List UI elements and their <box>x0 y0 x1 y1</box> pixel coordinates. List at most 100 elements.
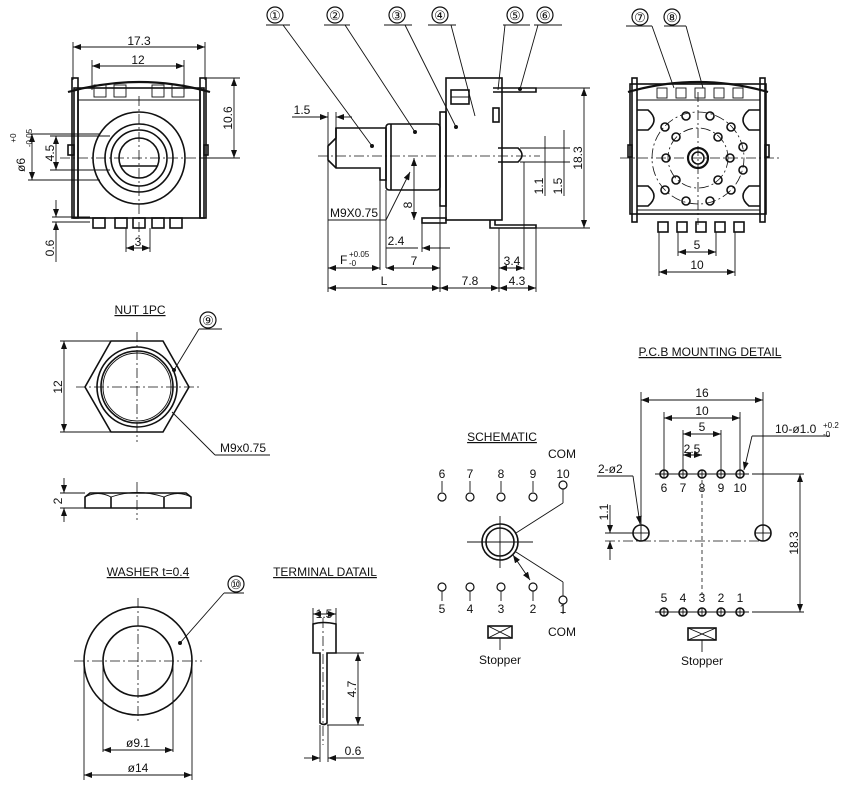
rear-view: ⑦ ⑧ 5 10 <box>620 8 780 276</box>
schematic-pin-10: 10 <box>556 467 570 490</box>
dim-body: 7.8 <box>462 274 479 288</box>
schematic-com-bottom: COM <box>548 625 576 639</box>
svg-text:⑥: ⑥ <box>539 8 551 23</box>
svg-text:5: 5 <box>439 602 446 616</box>
terminal-thickness: 0.6 <box>345 744 362 758</box>
pcb-hole-3: 3 <box>697 591 707 617</box>
dim-pin-inner: 3.4 <box>504 254 521 268</box>
schematic-pin-9: 9 <box>528 467 538 502</box>
dim-F-tol-lower: -0 <box>349 259 357 268</box>
schematic-pin-5: 5 <box>437 582 447 616</box>
washer-callout: ⑩ <box>230 577 242 592</box>
schematic-pin-2: 2 <box>528 582 538 616</box>
dim-height: 10.6 <box>221 106 235 130</box>
dim-pin-offset: 4.3 <box>509 274 526 288</box>
dim-height: 18.3 <box>571 146 585 170</box>
svg-text:6: 6 <box>439 467 446 481</box>
pcb-hole-4: 4 <box>678 591 688 617</box>
pcb-hole-spec: 10-ø1.0 <box>775 422 817 436</box>
svg-text:2: 2 <box>530 602 537 616</box>
svg-text:9: 9 <box>530 467 537 481</box>
schematic-stopper-label: Stopper <box>479 653 521 667</box>
callout-4: ④ <box>428 6 476 117</box>
dim-foot: 0.6 <box>43 239 57 256</box>
washer-view: WASHER t=0.4 ⑩ ø9.1 ø14 <box>74 565 245 780</box>
terminal-head-width: 1.5 <box>316 607 333 621</box>
svg-text:1: 1 <box>560 602 567 616</box>
svg-text:⑦: ⑦ <box>634 10 646 25</box>
dim-shaft-center: 8 <box>401 201 415 208</box>
dim-pin-a: 1.1 <box>532 177 546 194</box>
pcb-hole-7: 7 <box>678 469 688 495</box>
front-view: 17.3 12 10.6 ø6 +0 -0.05 4.5 0.6 3 <box>9 34 240 262</box>
washer-title: WASHER t=0.4 <box>107 565 190 579</box>
pcb-dim-offset: 1.1 <box>597 503 611 520</box>
nut-title: NUT 1PC <box>114 303 165 317</box>
callout-2: ② <box>324 6 417 134</box>
schematic-pin-4: 4 <box>465 582 475 616</box>
schematic-stopper: Stopper <box>479 625 521 667</box>
callout-6: ⑥ <box>518 6 562 91</box>
callout-1: ① <box>266 6 374 148</box>
svg-text:⑧: ⑧ <box>666 10 678 25</box>
svg-text:8: 8 <box>498 467 505 481</box>
dim-shaft-tol-lower: -0.05 <box>25 128 34 147</box>
svg-text:10: 10 <box>556 467 570 481</box>
svg-text:9: 9 <box>718 481 725 495</box>
pcb-view: P.C.B MOUNTING DETAIL 16 10 5 2.5 10-ø1.… <box>597 345 839 668</box>
terminal-view: TERMINAL DATAIL 1.5 4.7 0.6 <box>273 565 377 762</box>
schematic-com-top: COM <box>548 447 576 461</box>
dim-flat: 4.5 <box>43 144 57 161</box>
dim-L: L <box>381 274 388 288</box>
dim-tab: 2.4 <box>388 234 405 248</box>
dim-pitch10: 10 <box>690 258 704 272</box>
svg-text:③: ③ <box>391 8 403 23</box>
svg-text:4: 4 <box>467 602 474 616</box>
dim-F-tol-upper: +0.05 <box>349 250 370 259</box>
svg-text:1: 1 <box>737 591 744 605</box>
washer-inner-dia: ø9.1 <box>126 736 150 750</box>
pcb-title: P.C.B MOUNTING DETAIL <box>639 345 782 359</box>
terminal-length: 4.7 <box>345 680 359 697</box>
nut-across-flats: 12 <box>51 380 65 394</box>
svg-text:3: 3 <box>498 602 505 616</box>
contact-holes <box>660 111 748 206</box>
pcb-hole-9: 9 <box>716 469 726 495</box>
schematic-pin-3: 3 <box>496 582 506 616</box>
svg-text:3: 3 <box>699 591 706 605</box>
svg-text:10: 10 <box>733 481 747 495</box>
callout-5: ⑤ <box>497 6 530 91</box>
pcb-hole-1: 1 <box>735 591 745 617</box>
dim-pin-pitch: 3 <box>135 235 142 249</box>
svg-text:④: ④ <box>434 8 446 23</box>
svg-text:7: 7 <box>467 467 474 481</box>
pcb-stopper-label: Stopper <box>681 654 723 668</box>
pcb-dim-5: 5 <box>699 420 706 434</box>
nut-callout: ⑨ <box>202 313 214 328</box>
schematic-pin-1: 1 <box>558 595 568 616</box>
schematic-pin-6: 6 <box>437 467 447 502</box>
side-view: ① ② ③ ④ ⑤ <box>266 6 590 292</box>
dim-width-outer: 17.3 <box>127 34 151 48</box>
callout-8: ⑧ <box>663 8 704 89</box>
svg-text:7: 7 <box>680 481 687 495</box>
schematic-pin-8: 8 <box>496 467 506 502</box>
dim-shaft-tol-upper: +0 <box>9 133 18 143</box>
nut-thread: M9x0.75 <box>220 441 266 455</box>
pcb-dim-2-5: 2.5 <box>684 442 701 456</box>
dim-tip: 1.5 <box>294 103 311 117</box>
nut-view: NUT 1PC ⑨ M9x0.75 12 2 <box>51 303 270 522</box>
schematic-title: SCHEMATIC <box>467 430 537 444</box>
svg-text:2: 2 <box>718 591 725 605</box>
dim-shaft-dia: ø6 <box>14 158 28 172</box>
pcb-dim-10: 10 <box>695 404 709 418</box>
dim-thread: M9X0.75 <box>330 206 378 220</box>
pcb-stopper: Stopper <box>681 627 723 668</box>
callout-7: ⑦ <box>626 8 675 89</box>
schematic-pin-7: 7 <box>465 467 475 502</box>
schematic-view: SCHEMATIC COM 6 7 8 9 10 5 4 3 2 1 COM Stopper <box>437 430 576 667</box>
dim-width-inner: 12 <box>131 53 145 67</box>
pcb-dim-height: 18.3 <box>787 531 801 555</box>
pcb-mount-holes: 2-ø2 <box>598 462 623 476</box>
